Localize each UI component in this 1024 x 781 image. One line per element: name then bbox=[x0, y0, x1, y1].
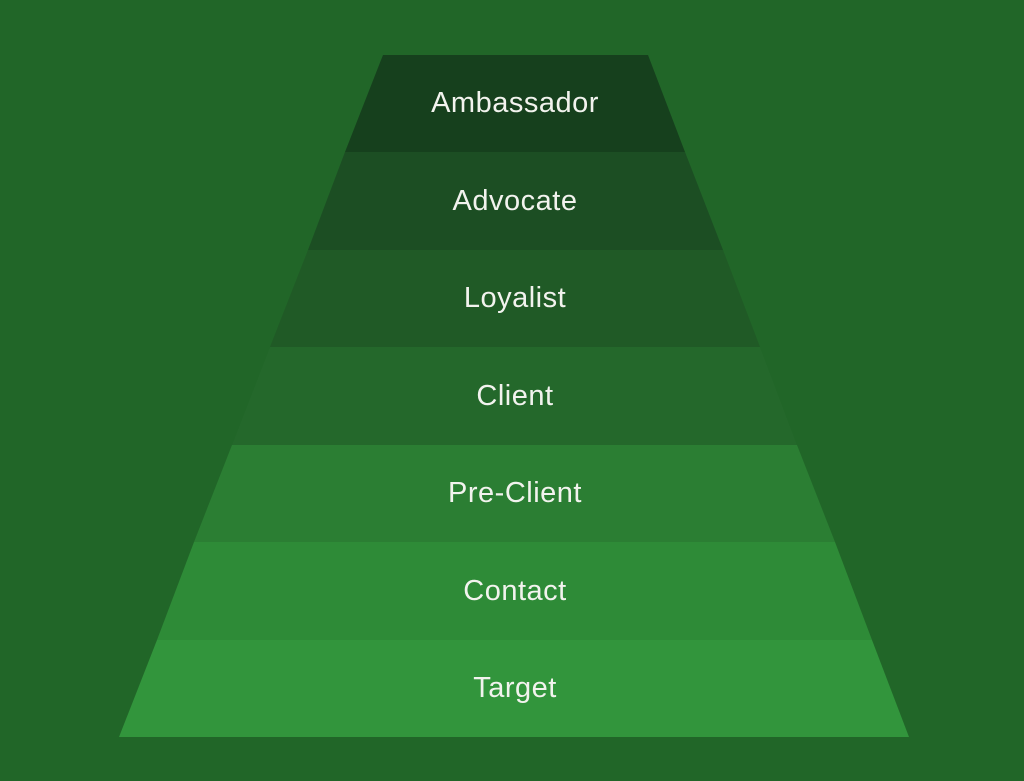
pyramid-level-label: Client bbox=[476, 379, 554, 412]
pyramid-level-client: Client bbox=[232, 347, 797, 445]
pyramid-level-advocate: Advocate bbox=[308, 152, 723, 250]
pyramid-level-target: Target bbox=[119, 640, 909, 737]
pyramid-level-contact: Contact bbox=[157, 542, 872, 640]
pyramid-level-label: Pre-Client bbox=[448, 477, 582, 509]
pyramid-level-label: Ambassador bbox=[431, 87, 599, 119]
pyramid-level-label: Loyalist bbox=[463, 282, 567, 314]
pyramid-level-ambassador: Ambassador bbox=[345, 55, 685, 152]
pyramid-level-label: Target bbox=[473, 672, 557, 704]
pyramid-level-label: Contact bbox=[463, 574, 567, 607]
pyramid-level-label: Advocate bbox=[452, 184, 578, 217]
pyramid-level-loyalist: Loyalist bbox=[270, 250, 760, 347]
pyramid-level-pre-client: Pre-Client bbox=[194, 445, 835, 542]
